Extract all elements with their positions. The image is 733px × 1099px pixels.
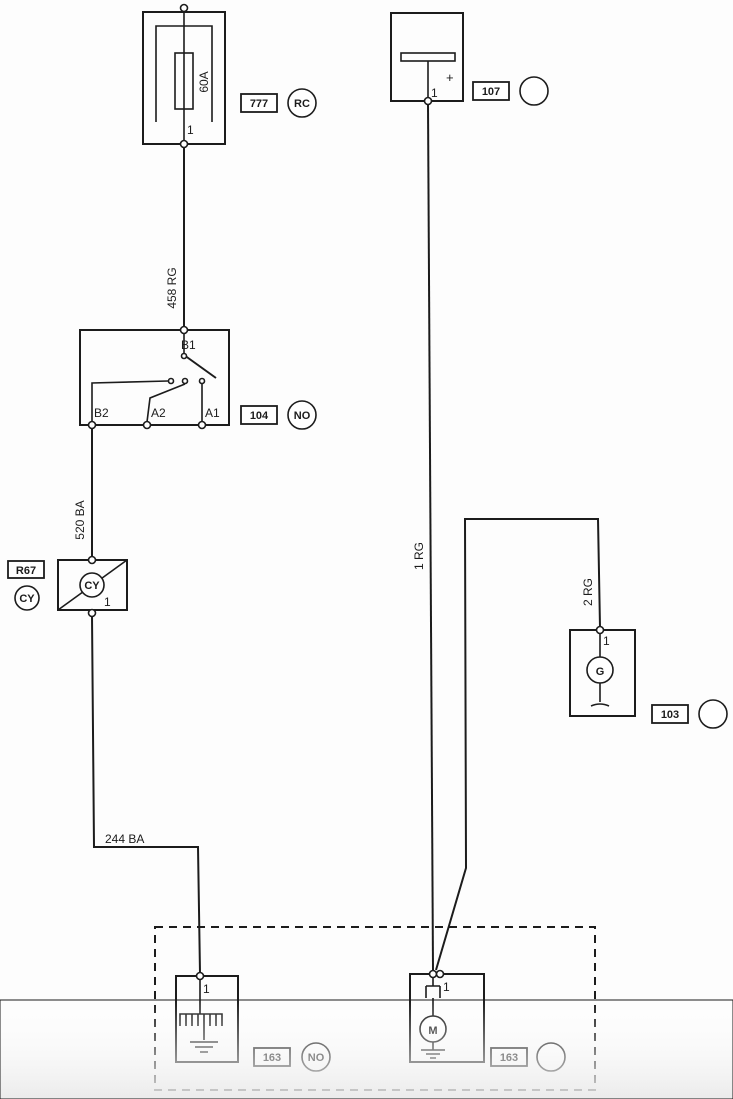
battery-location-circle bbox=[519, 76, 549, 106]
alternator-ground-icon bbox=[590, 703, 610, 707]
battery-component: + 1 107 bbox=[390, 12, 549, 106]
relay-cy-ref-box bbox=[7, 560, 45, 579]
wire-1-label: 1 RG bbox=[412, 542, 426, 570]
alternator-pin-label: 1 bbox=[603, 634, 610, 648]
ignition-switch-top-node bbox=[179, 325, 189, 335]
wire-244 bbox=[91, 615, 201, 974]
ignition-switch-a1-node bbox=[197, 420, 207, 430]
relay-cy-location-label: CY bbox=[19, 593, 35, 605]
ignition-switch-b2-node bbox=[87, 420, 97, 430]
wire-458-label: 458 RG bbox=[165, 267, 179, 308]
ignition-switch-a1-label: A1 bbox=[205, 406, 220, 420]
battery-node bbox=[423, 96, 433, 106]
battery-pin-label: 1 bbox=[431, 86, 438, 100]
wire-2 bbox=[435, 518, 601, 971]
ignition-switch-b2-label: B2 bbox=[94, 406, 109, 420]
ignition-switch-ref-box bbox=[240, 405, 278, 425]
fuse-ref-label: 777 bbox=[250, 98, 268, 110]
alternator-symbol-label: G bbox=[596, 666, 605, 678]
alternator-ref-box bbox=[651, 704, 689, 724]
wire-2-label: 2 RG bbox=[581, 578, 595, 606]
starter-solenoid-top-node bbox=[195, 971, 205, 981]
relay-cy-top-node bbox=[87, 555, 97, 565]
starter-motor-pin-label: 1 bbox=[443, 980, 450, 994]
relay-cy-location-circle bbox=[14, 585, 40, 611]
ignition-switch-component: B1 B2 A2 A1 104 NO bbox=[79, 325, 317, 430]
ignition-switch-box bbox=[79, 329, 230, 426]
relay-cy-symbol-label: CY bbox=[84, 580, 100, 592]
ignition-switch-ref-label: 104 bbox=[250, 410, 269, 422]
ignition-switch-a2-label: A2 bbox=[151, 406, 166, 420]
relay-cy-pin-label: 1 bbox=[104, 595, 111, 609]
battery-plate bbox=[400, 52, 456, 62]
battery-plus-label: + bbox=[446, 70, 454, 85]
fuse-bottom-node bbox=[179, 139, 189, 149]
starter-motor-node-left bbox=[428, 969, 438, 979]
alternator-location-circle bbox=[698, 699, 728, 729]
fuse-location-circle bbox=[287, 88, 317, 118]
fuse-rating-label: 60A bbox=[197, 71, 211, 92]
scan-fade-overlay bbox=[0, 999, 733, 1099]
wire-1 bbox=[427, 103, 434, 971]
wire-244-label: 244 BA bbox=[105, 832, 144, 846]
battery-ref-label: 107 bbox=[482, 86, 500, 98]
alternator-top-node bbox=[595, 625, 605, 635]
ignition-switch-contact-a1 bbox=[198, 377, 206, 385]
fuse-component: 60A 1 777 RC bbox=[142, 3, 317, 149]
ignition-switch-b2-path bbox=[91, 380, 169, 422]
ignition-switch-pivot bbox=[180, 352, 188, 360]
ignition-switch-location-circle bbox=[287, 400, 317, 430]
ignition-switch-contact-a2 bbox=[181, 377, 189, 385]
fuse-location-label: RC bbox=[294, 98, 310, 110]
starter-motor-switch-icon bbox=[425, 977, 441, 998]
relay-cy-component: CY 1 R67 CY bbox=[7, 555, 128, 618]
battery-ref-box bbox=[472, 81, 510, 101]
ignition-switch-contact-b2 bbox=[167, 377, 175, 385]
fuse-pin-label: 1 bbox=[187, 123, 194, 137]
fuse-ref-box bbox=[240, 93, 278, 113]
relay-cy-symbol-circle bbox=[79, 572, 105, 598]
relay-cy-ref-label: R67 bbox=[16, 565, 36, 577]
alternator-component: 1 G 103 bbox=[569, 625, 728, 729]
starter-motor-node-right bbox=[435, 969, 445, 979]
ignition-switch-location-label: NO bbox=[294, 410, 311, 422]
ignition-switch-a2-path bbox=[146, 383, 186, 423]
starter-solenoid-pin-label: 1 bbox=[203, 982, 210, 996]
wire-520-label: 520 BA bbox=[73, 500, 87, 539]
alternator-ref-label: 103 bbox=[661, 709, 679, 721]
relay-cy-bottom-node bbox=[87, 608, 97, 618]
ignition-switch-a2-node bbox=[142, 420, 152, 430]
fuse-top-node bbox=[179, 3, 189, 13]
ignition-switch-contact-arm bbox=[183, 354, 217, 379]
